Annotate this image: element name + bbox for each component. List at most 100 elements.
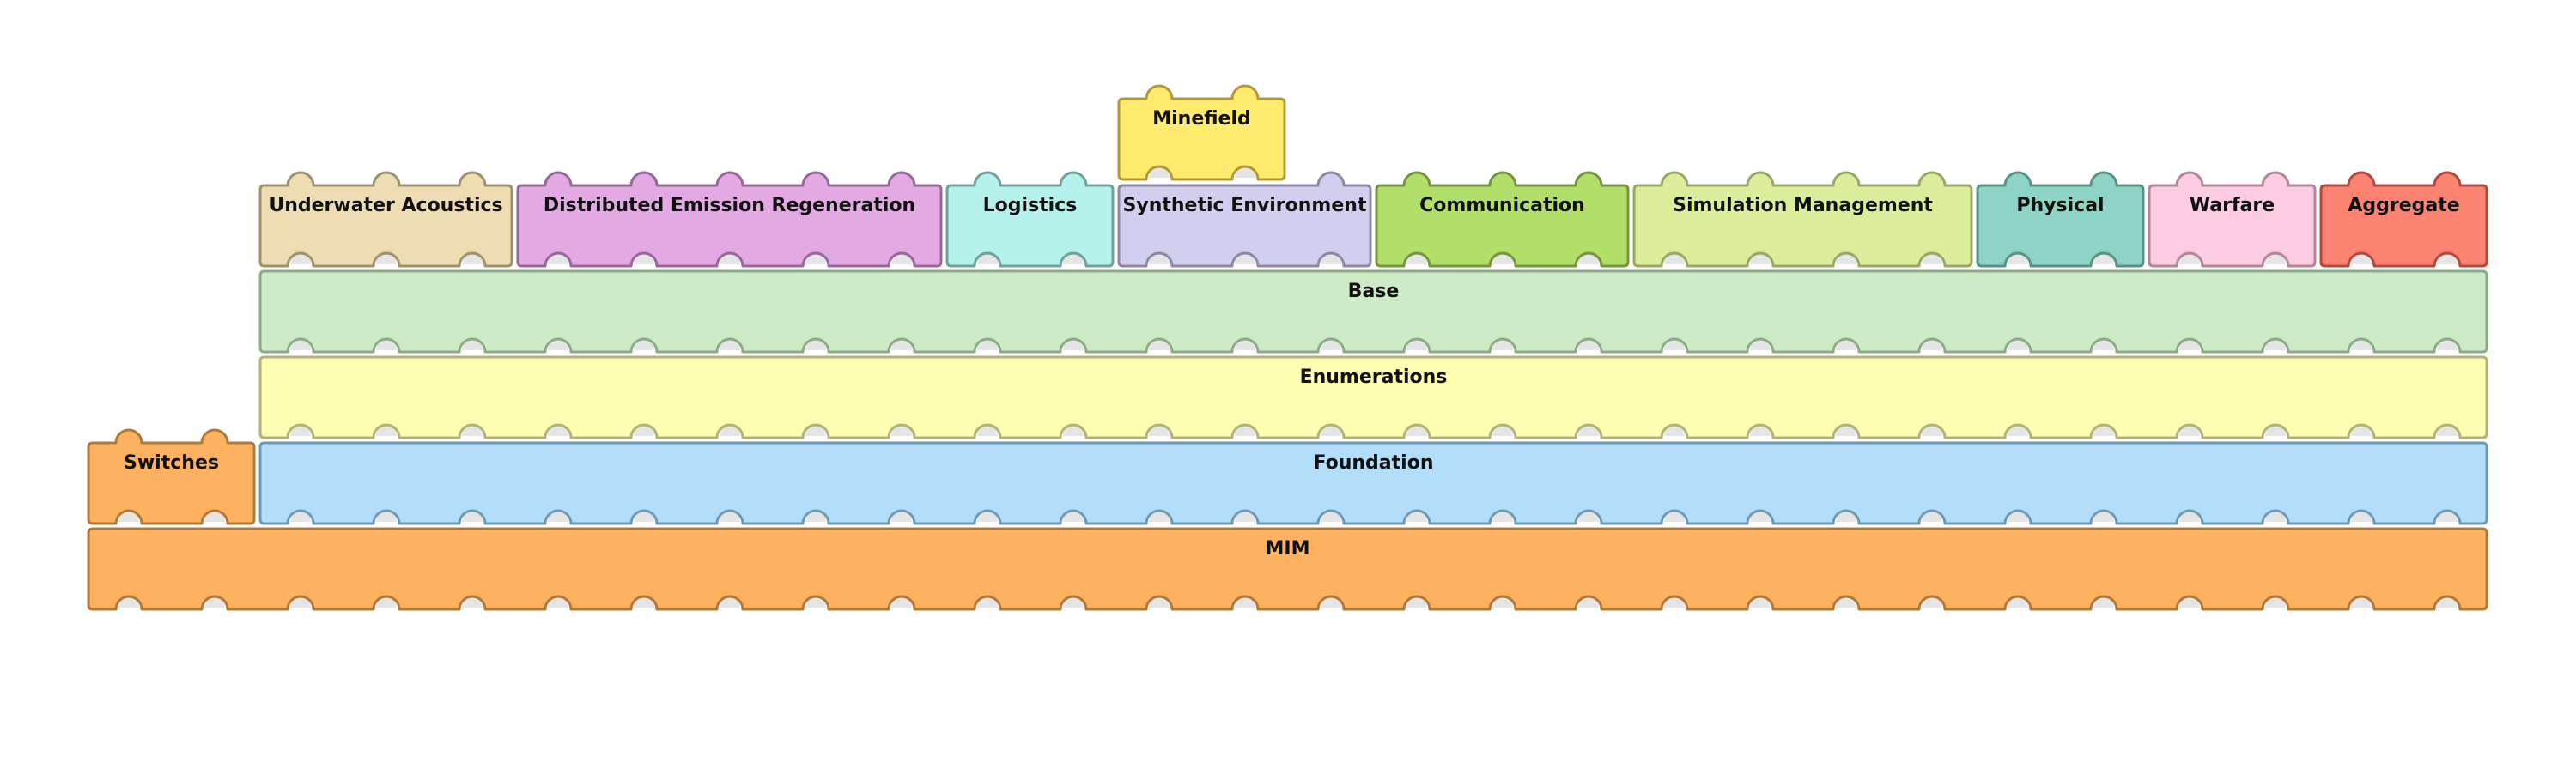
block-label-logistics: Logistics (983, 195, 1078, 216)
stud-base (2265, 340, 2286, 350)
stud-mim (2008, 597, 2028, 608)
block-label-foundation: Foundation (1313, 452, 1433, 474)
stud-mim (2265, 597, 2286, 608)
stud-distributed-emission-regeneration (634, 254, 654, 264)
block-switches: Switches (87, 428, 256, 525)
stud-enumerations (1321, 426, 1341, 436)
stud-distributed-emission-regeneration (720, 254, 740, 264)
stud-base (2437, 340, 2458, 350)
stud-foundation (977, 512, 998, 522)
stud-base (1321, 340, 1341, 350)
stud-simulation-management (1922, 254, 1942, 264)
stud-mim (1492, 597, 1513, 608)
stud-base (2179, 340, 2200, 350)
stud-base (290, 340, 311, 350)
block-minefield: Minefield (1117, 84, 1286, 181)
stud-communication (1578, 254, 1599, 264)
stud-enumerations (1836, 426, 1856, 436)
block-shape-aggregate (2319, 171, 2488, 268)
stud-mim (2179, 597, 2200, 608)
stud-base (376, 340, 397, 350)
stud-mim (2351, 597, 2372, 608)
block-label-simulation-management: Simulation Management (1673, 195, 1933, 216)
block-logistics: Logistics (945, 171, 1115, 268)
stud-mim (1750, 597, 1771, 608)
stud-foundation (2351, 512, 2372, 522)
stud-enumerations (1750, 426, 1771, 436)
stud-enumerations (977, 426, 998, 436)
block-shape-underwater-acoustics (258, 171, 513, 268)
stud-foundation (1664, 512, 1685, 522)
stud-enumerations (1578, 426, 1599, 436)
stud-mim (1922, 597, 1942, 608)
stud-base (1149, 340, 1170, 350)
stud-communication (1406, 254, 1427, 264)
stud-foundation (2265, 512, 2286, 522)
stud-base (1492, 340, 1513, 350)
stud-enumerations (1235, 426, 1255, 436)
stud-simulation-management (1750, 254, 1771, 264)
stud-mim (1406, 597, 1427, 608)
stud-enumerations (1922, 426, 1942, 436)
stud-base (1578, 340, 1599, 350)
block-base: Base (258, 269, 2488, 354)
stud-enumerations (376, 426, 397, 436)
block-shape-synthetic-environment (1117, 171, 1372, 268)
stud-base (805, 340, 826, 350)
stud-warfare (2265, 254, 2286, 264)
stud-base (1836, 340, 1856, 350)
stud-enumerations (1664, 426, 1685, 436)
stud-base (2351, 340, 2372, 350)
block-label-aggregate: Aggregate (2348, 195, 2459, 216)
stud-mim (977, 597, 998, 608)
stud-enumerations (634, 426, 654, 436)
stud-mim (805, 597, 826, 608)
stud-mim (548, 597, 568, 608)
stud-mim (2437, 597, 2458, 608)
stud-base (634, 340, 654, 350)
block-shape-distributed-emission-regeneration (516, 171, 943, 268)
block-physical: Physical (1976, 171, 2145, 268)
stud-base (548, 340, 568, 350)
stud-mim (634, 597, 654, 608)
stud-enumerations (2265, 426, 2286, 436)
block-label-synthetic-environment: Synthetic Environment (1123, 195, 1367, 216)
block-label-distributed-emission-regeneration: Distributed Emission Regeneration (544, 195, 915, 216)
block-label-base: Base (1348, 281, 1400, 302)
stud-mim (720, 597, 740, 608)
block-label-minefield: Minefield (1152, 108, 1251, 130)
stud-enumerations (548, 426, 568, 436)
stud-enumerations (1406, 426, 1427, 436)
stud-mim (290, 597, 311, 608)
stud-mim (1321, 597, 1341, 608)
stud-enumerations (1063, 426, 1084, 436)
block-label-underwater-acoustics: Underwater Acoustics (269, 195, 502, 216)
block-foundation: Foundation (258, 441, 2488, 525)
block-communication: Communication (1375, 171, 1630, 268)
stud-minefield (1235, 167, 1255, 178)
block-mim: MIM (87, 527, 2488, 611)
stud-foundation (548, 512, 568, 522)
stud-enumerations (891, 426, 912, 436)
stud-physical (2093, 254, 2114, 264)
block-shape-warfare (2148, 171, 2317, 268)
block-shape-simulation-management (1632, 171, 1973, 268)
stud-foundation (2093, 512, 2114, 522)
stud-switches (118, 512, 139, 522)
stud-distributed-emission-regeneration (548, 254, 568, 264)
stud-base (720, 340, 740, 350)
block-label-enumerations: Enumerations (1300, 366, 1448, 388)
stud-foundation (2179, 512, 2200, 522)
stud-enumerations (1492, 426, 1513, 436)
stud-synthetic-environment (1235, 254, 1255, 264)
block-shape-minefield (1117, 84, 1286, 181)
stud-enumerations (2351, 426, 2372, 436)
stud-base (2093, 340, 2114, 350)
block-label-communication: Communication (1419, 195, 1585, 216)
stud-base (2008, 340, 2028, 350)
stud-minefield (1149, 167, 1170, 178)
stud-foundation (1750, 512, 1771, 522)
stud-base (462, 340, 483, 350)
stud-mim (118, 597, 139, 608)
